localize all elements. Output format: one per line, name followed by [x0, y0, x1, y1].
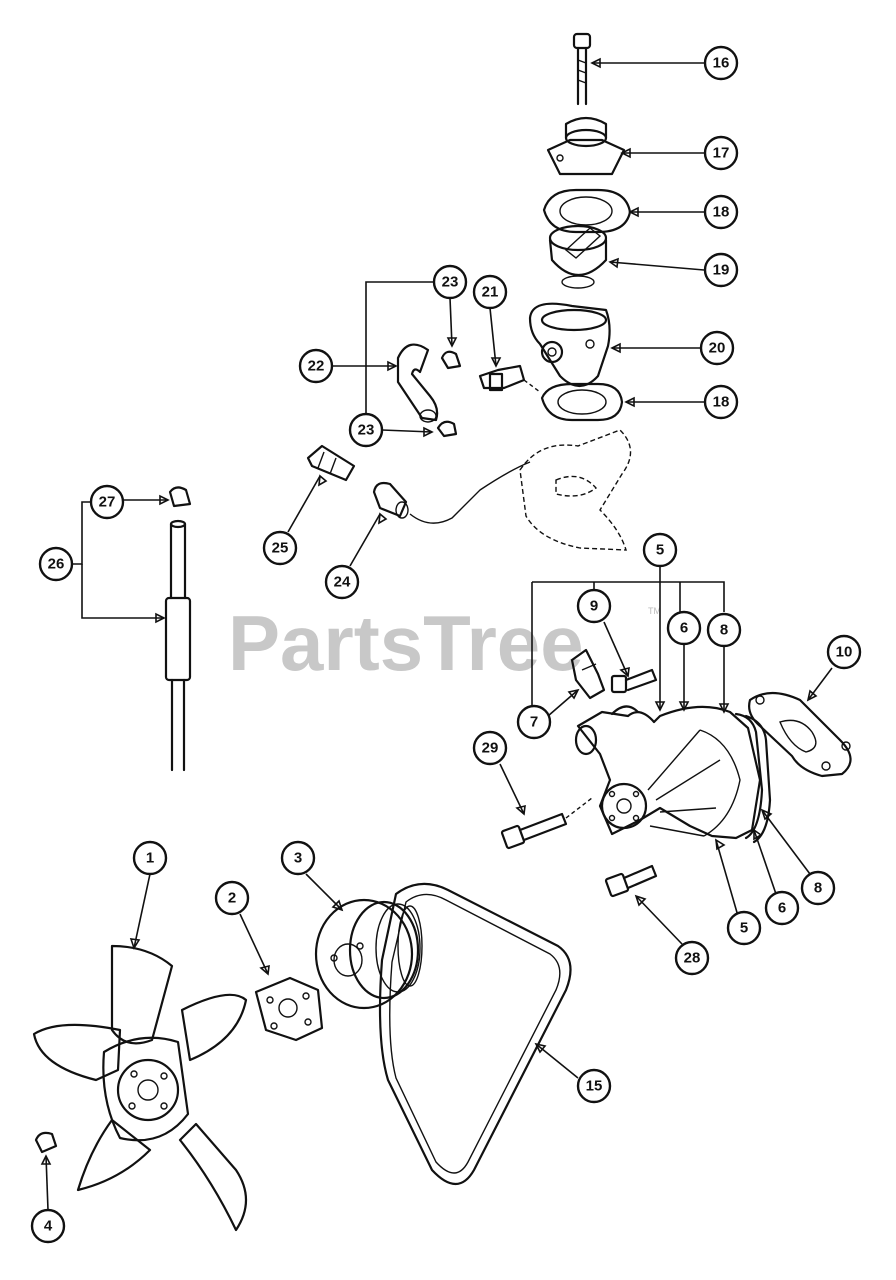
callout-6-upper[interactable]: 6 [666, 610, 702, 646]
svg-text:18: 18 [713, 204, 730, 221]
svg-text:1: 1 [146, 850, 154, 867]
svg-text:9: 9 [590, 598, 598, 615]
callout-17[interactable]: 17 [703, 135, 739, 171]
svg-text:23: 23 [358, 422, 375, 439]
callout-29[interactable]: 29 [472, 730, 508, 766]
svg-text:7: 7 [530, 714, 538, 731]
callout-16[interactable]: 16 [703, 45, 739, 81]
gasket-10[interactable] [748, 691, 852, 778]
svg-text:27: 27 [99, 494, 116, 511]
pulley-3[interactable] [314, 898, 423, 1010]
thermostat-cover-17[interactable] [546, 116, 626, 176]
svg-text:18: 18 [713, 394, 730, 411]
fitting-21[interactable] [478, 364, 541, 393]
svg-text:10: 10 [836, 644, 853, 661]
thermostat-housing-20[interactable] [528, 302, 611, 388]
callout-18-lower[interactable]: 18 [703, 384, 739, 420]
svg-text:4: 4 [44, 1218, 53, 1235]
svg-text:26: 26 [48, 556, 65, 573]
bolt-9[interactable] [610, 668, 658, 694]
callout-25[interactable]: 25 [262, 530, 298, 566]
callout-6-lower[interactable]: 6 [764, 890, 800, 926]
watermark-text: PartsTree [228, 599, 584, 687]
svg-text:8: 8 [720, 622, 728, 639]
callout-5-lower[interactable]: 5 [726, 910, 762, 946]
water-pump-body-5[interactable] [574, 705, 762, 840]
svg-text:15: 15 [586, 1078, 603, 1095]
callout-8-lower[interactable]: 8 [800, 870, 836, 906]
svg-text:19: 19 [713, 262, 730, 279]
callout-21[interactable]: 21 [472, 274, 508, 310]
svg-text:2: 2 [228, 890, 236, 907]
svg-text:5: 5 [656, 542, 664, 559]
temp-sender-25[interactable] [306, 444, 356, 482]
callout-22[interactable]: 22 [298, 348, 334, 384]
svg-text:21: 21 [482, 284, 499, 301]
callout-23-upper[interactable]: 23 [432, 264, 468, 300]
engine-block-ghost [519, 429, 632, 551]
fan-1[interactable] [32, 944, 248, 1232]
svg-text:16: 16 [713, 55, 730, 72]
callout-18-upper[interactable]: 18 [703, 194, 739, 230]
callout-19[interactable]: 19 [703, 252, 739, 288]
callout-2[interactable]: 2 [214, 880, 250, 916]
callout-1[interactable]: 1 [132, 840, 168, 876]
svg-text:29: 29 [482, 740, 499, 757]
dipstick-cap-27[interactable] [168, 486, 192, 508]
callout-15[interactable]: 15 [576, 1068, 612, 1104]
clamp-23-upper[interactable] [440, 350, 462, 370]
callout-24[interactable]: 24 [324, 564, 360, 600]
callout-8-upper[interactable]: 8 [706, 612, 742, 648]
svg-text:6: 6 [778, 900, 786, 917]
bolt-16[interactable] [572, 32, 592, 106]
v-belt-15[interactable] [378, 882, 572, 1186]
svg-text:5: 5 [740, 920, 748, 937]
thermostat-19[interactable] [548, 224, 608, 289]
svg-text:28: 28 [684, 950, 701, 967]
svg-text:23: 23 [442, 274, 459, 291]
svg-text:22: 22 [308, 358, 325, 375]
watermark-trademark: TM [648, 606, 661, 616]
clamp-23-lower[interactable] [436, 420, 458, 438]
callout-27[interactable]: 27 [89, 484, 125, 520]
gasket-18-lower[interactable] [540, 382, 624, 422]
bolt-4[interactable] [34, 1131, 58, 1154]
fitting-7[interactable] [570, 648, 606, 700]
bolt-29[interactable] [500, 797, 593, 850]
svg-text:25: 25 [272, 540, 289, 557]
svg-text:20: 20 [709, 340, 726, 357]
callout-28[interactable]: 28 [674, 940, 710, 976]
plug-24[interactable] [372, 461, 531, 524]
callout-23-lower[interactable]: 23 [348, 412, 384, 448]
svg-text:17: 17 [713, 145, 730, 162]
svg-text:24: 24 [334, 574, 351, 591]
callout-9[interactable]: 9 [576, 588, 612, 624]
svg-text:3: 3 [294, 850, 302, 867]
svg-text:6: 6 [680, 620, 688, 637]
callout-5-upper[interactable]: 5 [642, 532, 678, 568]
leader-lines [40, 57, 833, 1211]
callout-4[interactable]: 4 [30, 1208, 66, 1244]
callout-26[interactable]: 26 [38, 546, 74, 582]
bolt-28[interactable] [604, 864, 658, 898]
spacer-2[interactable] [254, 976, 324, 1042]
callout-20[interactable]: 20 [699, 330, 735, 366]
hose-22[interactable] [396, 343, 439, 423]
svg-text:8: 8 [814, 880, 822, 897]
callout-10[interactable]: 10 [826, 634, 862, 670]
callout-3[interactable]: 3 [280, 840, 316, 876]
dipstick-26[interactable] [164, 519, 192, 772]
callout-7[interactable]: 7 [516, 704, 552, 740]
